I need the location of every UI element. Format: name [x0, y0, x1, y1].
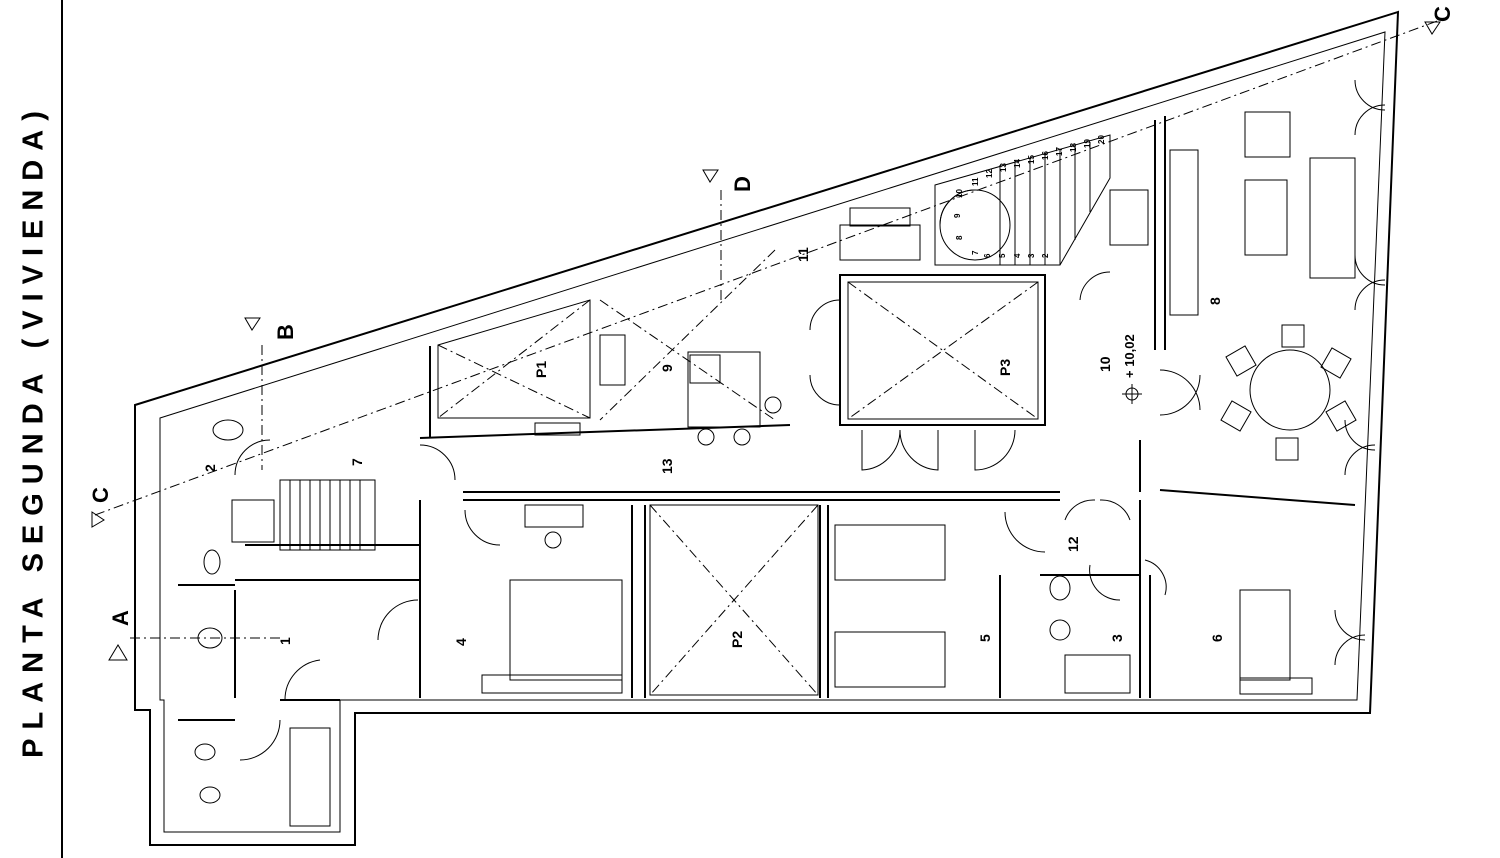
room-label-11: 11: [795, 247, 811, 262]
bed-room-5b: [834, 631, 946, 688]
stair-step-number: 12: [985, 169, 994, 178]
shower-tray-room-3: [1064, 654, 1131, 694]
section-markers: A B C C D: [88, 6, 1455, 661]
room-label-3: 3: [1109, 634, 1125, 642]
bed-room-5a: [834, 524, 946, 581]
room-labels: 1 2 3 4 5 6 7 8 9 10 11 12 13 P1 P2 P3: [202, 247, 1225, 648]
kitchen-sink: [599, 334, 626, 386]
room-label-1: 1: [277, 637, 293, 645]
bathtub: [289, 727, 331, 827]
stair-step-number: 16: [1041, 151, 1050, 160]
courtyard-label-p3: P3: [997, 359, 1013, 376]
courtyard-label-p1: P1: [533, 361, 549, 378]
desk-room-4: [524, 504, 584, 528]
stair-step-number: 3: [1027, 253, 1036, 258]
room-label-4: 4: [453, 638, 469, 646]
stair-step-number: 9: [953, 213, 962, 218]
shower-tray: [231, 499, 275, 543]
room-label-8: 8: [1207, 297, 1223, 305]
coffee-table: [1244, 179, 1288, 256]
section-label-b: B: [273, 324, 298, 340]
stair-step-number: 6: [983, 253, 992, 258]
stair-step-number: 15: [1027, 155, 1036, 164]
stair-step-number: 5: [998, 253, 1007, 258]
stair: [279, 134, 1111, 551]
level-mark: + 10,02: [1122, 334, 1142, 404]
section-label-a: A: [108, 610, 133, 626]
armchair: [1244, 111, 1291, 158]
stair-step-number: 10: [955, 189, 964, 198]
room-label-6: 6: [1209, 634, 1225, 642]
dining-table: [1249, 349, 1331, 431]
doors: [234, 79, 1386, 761]
courtyard-label-p2: P2: [729, 631, 745, 648]
stair-step-number: 11: [971, 177, 980, 186]
stair-step-number: 7: [971, 250, 980, 255]
section-lines: [94, 19, 1441, 639]
section-label-c-right: C: [1430, 6, 1455, 22]
courtyards: [437, 249, 1046, 696]
stair-step-numbers: 234 5 67 8 9 10 11 12 13 14 15 16 17 18 19 20: [953, 135, 1106, 258]
outer-walls: [134, 10, 1400, 846]
room-label-7: 7: [349, 458, 365, 466]
sideboard: [1169, 149, 1199, 316]
stair-step-number: 19: [1083, 139, 1092, 148]
section-label-c-left: C: [88, 487, 113, 503]
section-label-d: D: [730, 176, 755, 192]
sofa: [1309, 157, 1356, 279]
stair-step-number: 4: [1013, 253, 1022, 258]
bed-room-6: [1239, 589, 1291, 681]
kitchen-island: [687, 351, 761, 428]
stair-step-number: 14: [1013, 159, 1022, 168]
interior-walls: [178, 116, 1356, 721]
stair-step-number: 18: [1069, 143, 1078, 152]
stair-step-number: 8: [955, 235, 964, 240]
room-label-12: 12: [1065, 536, 1081, 552]
level-value: + 10,02: [1122, 334, 1137, 378]
room-label-9: 9: [659, 364, 675, 372]
room-label-10: 10: [1097, 356, 1113, 372]
room-label-5: 5: [977, 634, 993, 642]
stair-step-number: 13: [999, 163, 1008, 172]
stair-step-number: 20: [1097, 135, 1106, 144]
stair-step-number: 2: [1041, 253, 1050, 258]
stair-step-number: 17: [1055, 147, 1064, 156]
room-label-13: 13: [659, 458, 675, 474]
room-label-2: 2: [202, 464, 218, 472]
furniture: [194, 111, 1357, 827]
bed-room-4: [509, 579, 623, 681]
